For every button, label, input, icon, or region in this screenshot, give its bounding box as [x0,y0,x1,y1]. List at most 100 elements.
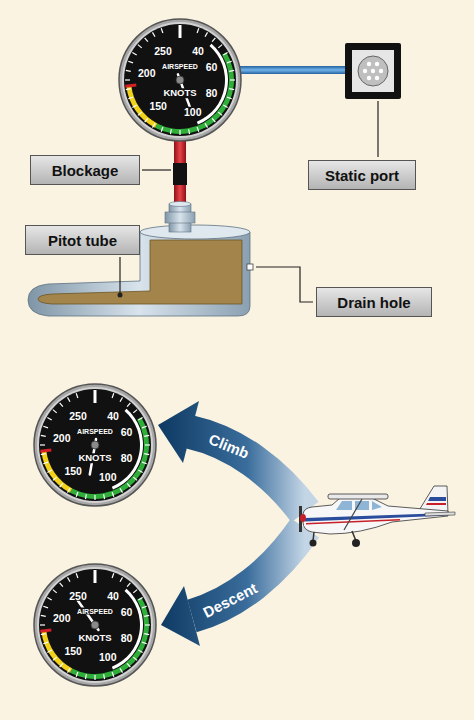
dial-tick [41,435,46,437]
airplane-part [310,540,317,547]
callout-text: Pitot tube [48,232,117,249]
airplane-part [328,494,388,499]
dial-tick [68,577,71,581]
dial-tick [126,70,131,72]
dial-tick [142,426,147,428]
dial-text: AIRSPEED [76,428,114,435]
speed-arc [70,597,149,679]
leader-line-part [142,169,171,170]
dial-tick [68,488,71,492]
leader-line-part [119,257,120,293]
dial-number: 60 [120,427,134,438]
dial-text: KNOTS [162,88,197,98]
dial-tick [125,79,130,80]
dial-tick [43,426,48,428]
dial-tick [144,633,149,635]
dial-tick [144,453,149,455]
pitot-line [173,136,187,208]
dial-tick [223,53,227,56]
dial-tick [127,583,130,587]
dial-tick [41,615,46,617]
dial-number: 100 [183,106,203,117]
airplane-part [352,539,360,547]
gauge-face [33,383,157,507]
gauge-bezel [122,22,238,138]
dial-tick [41,453,46,455]
dial-tick [53,657,57,660]
callout-text: Static port [325,167,399,184]
dial-tick [68,397,71,401]
flight-arrow [158,401,305,646]
dial-tick [60,403,63,407]
dial-tick [138,598,142,601]
speed-arc [155,52,234,134]
needle-hub [91,621,99,629]
dial-tick [47,598,51,601]
dial-tick [133,410,137,413]
dial-tick [120,668,123,672]
dial-tick [197,28,199,33]
pitot-fitting-part [169,202,191,207]
dial-tick [145,118,148,122]
dial-number: 200 [52,433,72,444]
dial-tick [145,38,148,42]
airplane-part [428,497,446,501]
dial-tick [120,577,123,581]
static-port-part [358,56,388,86]
gauge-face [39,389,151,501]
dial-tick [85,494,87,499]
dial-tick [229,88,234,90]
dial-number: 100 [98,471,118,482]
static-line-part [236,66,348,74]
dial-tick [112,492,114,497]
gauge-face [39,569,151,681]
dial-tick [47,650,51,653]
airplane-part [344,499,362,530]
dial-tick [133,590,137,593]
dial-tick [227,61,232,63]
gauge-bezel [37,387,153,503]
dial-tick [40,444,45,445]
dial-text: AIRSPEED [161,63,199,70]
dial-tick [133,477,137,480]
dial-tick [218,45,222,48]
dial-tick [85,674,87,679]
dial-tick [76,492,78,497]
dial-tick [103,494,105,499]
gauge-dial [119,19,241,141]
dial-tick [53,477,57,480]
dial-tick [179,25,182,38]
gauge-bezel [37,567,153,683]
blockage-plug [173,163,187,185]
airplane [299,486,455,547]
redline [40,450,51,451]
dial-tick [76,573,78,578]
dial-tick [68,668,71,672]
gauge-face [124,24,236,136]
dial-number: 60 [120,607,134,618]
dial-tick [43,642,48,644]
dial-number: 80 [120,452,134,463]
callout-text: Blockage [52,162,119,179]
needle-hub [176,76,184,84]
static-port-part [379,69,383,73]
static-line [236,66,348,74]
dial-tick [126,88,131,90]
leader-dot [118,293,123,298]
static-port-part [371,69,375,73]
dial-tick [53,410,57,413]
flight-arrow-part [161,586,200,646]
dial-tick [60,583,63,587]
static-port-part [367,62,371,66]
airspeed-indicator: 250406080100150200AIRSPEEDKNOTS [33,563,157,687]
dial-number: 60 [205,62,219,73]
dial-tick [142,462,147,464]
airplane-part [372,501,382,510]
dial-number: 40 [106,411,120,422]
dial-tick [227,97,232,99]
airplane-part [426,503,446,505]
airplane-part [300,514,306,522]
dial-number: 40 [191,46,205,57]
dial-number: 200 [52,613,72,624]
